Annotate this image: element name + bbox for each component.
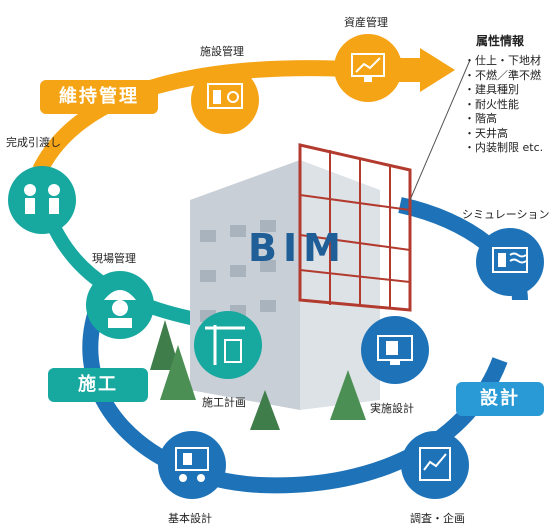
- maintenance-stage-label: 維持管理: [40, 80, 158, 114]
- attribute-item: ・階高: [464, 112, 497, 125]
- asset-management-label: 資産管理: [344, 16, 388, 29]
- attribute-item: ・内装制限 etc.: [464, 141, 544, 154]
- survey-planning-label: 調査・企画: [410, 512, 465, 525]
- attribute-item: ・天井高: [464, 126, 508, 140]
- detailed-design-label: 実施設計: [370, 402, 414, 415]
- attribute-callout-line: [409, 59, 471, 201]
- basic-design-label: 基本設計: [168, 512, 212, 525]
- attribute-item: ・不燃／準不燃: [464, 68, 541, 82]
- construction-stage-label: 施工: [48, 368, 148, 402]
- survey-planning-node: [401, 431, 469, 499]
- attributes-list: ・仕上・下地材 ・不燃／準不燃 ・建具種別 ・耐火性能 ・階高 ・天井高 ・内装…: [464, 54, 543, 156]
- handover-label: 完成引渡し: [6, 136, 61, 149]
- detailed-design-node: [361, 316, 429, 384]
- attribute-item: ・建具種別: [464, 83, 519, 96]
- facility-management-label: 施設管理: [200, 45, 244, 58]
- trees: [150, 320, 366, 430]
- site-management-label: 現場管理: [92, 252, 136, 265]
- simulation-node: [476, 228, 544, 296]
- construction-planning-node: [194, 311, 262, 379]
- attribute-item: ・耐火性能: [464, 97, 519, 111]
- bim-title: BIM: [248, 226, 347, 270]
- attributes-title: 属性情報: [476, 34, 525, 48]
- handover-node: [8, 166, 76, 234]
- attribute-item: ・仕上・下地材: [464, 54, 541, 67]
- basic-design-node: [158, 431, 226, 499]
- maintenance-arrow-head: [420, 48, 455, 92]
- facility-management-node: [191, 66, 259, 134]
- construction-planning-label: 施工計画: [202, 396, 246, 409]
- site-management-node: [86, 271, 154, 339]
- asset-management-node: [334, 34, 402, 102]
- simulation-label: シミュレーション: [462, 208, 550, 221]
- design-stage-label: 設計: [456, 382, 544, 416]
